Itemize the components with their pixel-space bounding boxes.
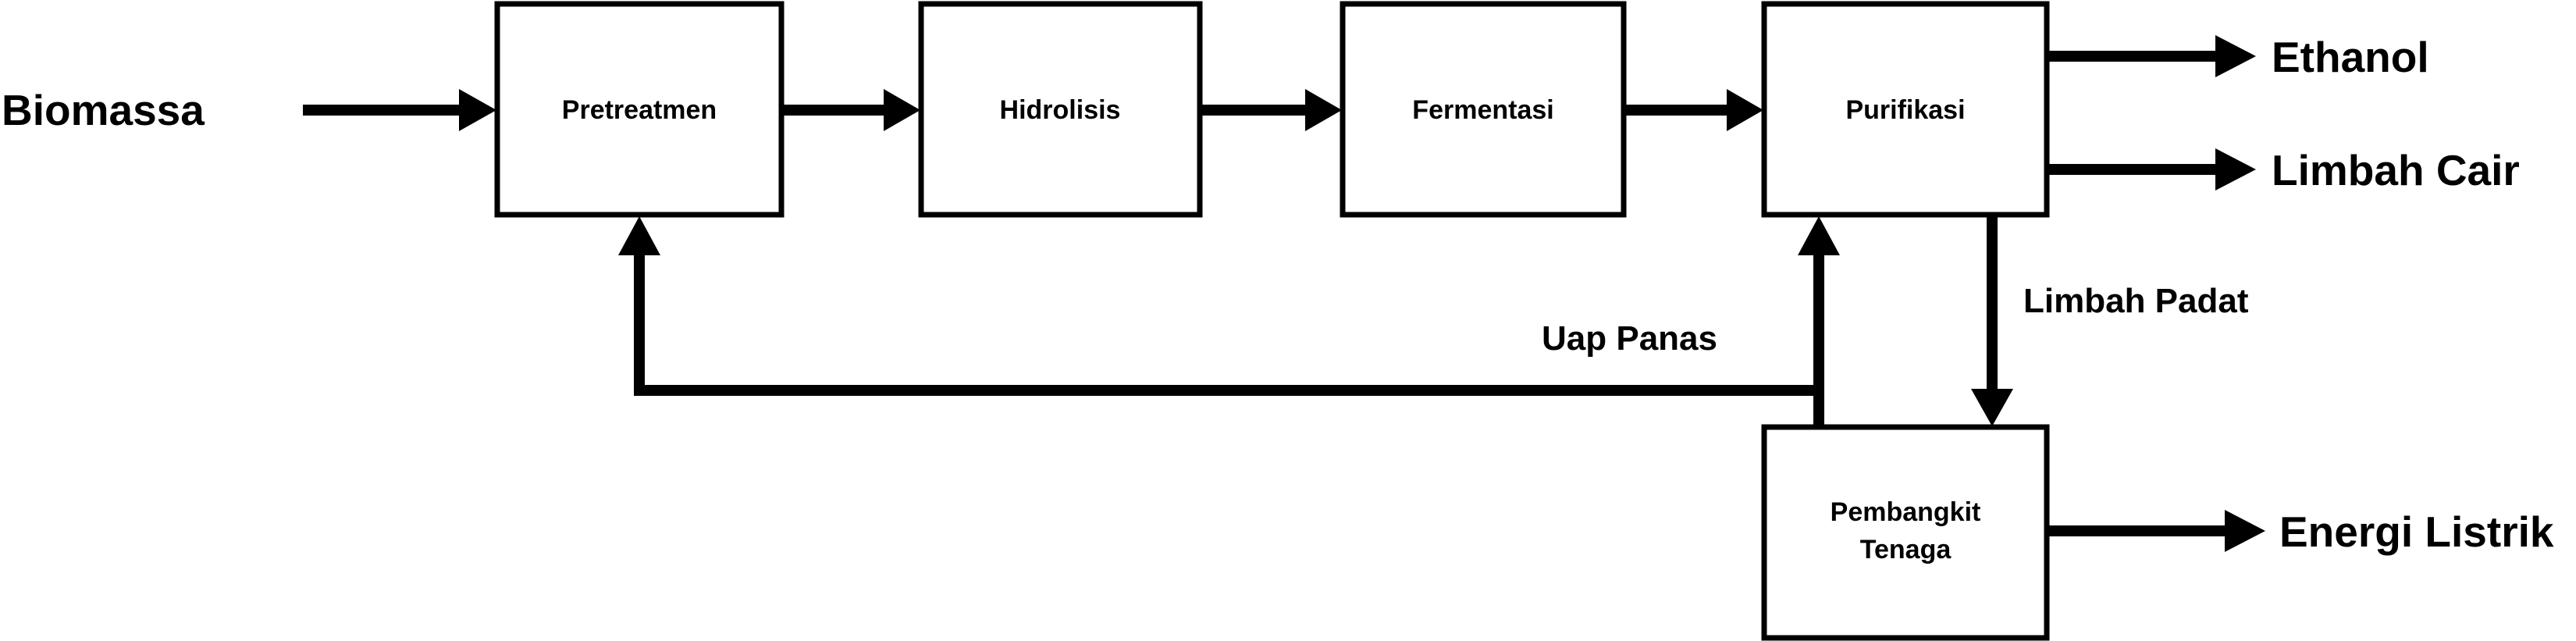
node-fermentasi-label: Fermentasi	[1412, 95, 1553, 125]
node-pembangkit-label-line1: Pembangkit	[1831, 497, 1981, 527]
node-fermentasi: Fermentasi	[1340, 1, 1627, 218]
arrow-purifikasi-to-limbah-cair	[2047, 148, 2256, 191]
arrow-limbah-padat	[1971, 215, 2013, 426]
node-pembangkit-label-line2: Tenaga	[1860, 535, 1952, 564]
output-label-energi-listrik: Energi Listrik	[2279, 507, 2554, 556]
output-label-ethanol: Ethanol	[2272, 33, 2429, 81]
node-pretreatmen-label: Pretreatmen	[562, 95, 717, 125]
flow-label-uap-panas: Uap Panas	[1542, 319, 1717, 358]
arrow-fermentasi-to-purifikasi	[1624, 89, 1763, 131]
arrow-uap-panas-to-purifikasi	[1798, 216, 1840, 427]
input-label-biomassa: Biomassa	[2, 86, 205, 134]
flow-label-limbah-padat: Limbah Padat	[2023, 282, 2249, 320]
arrow-purifikasi-to-ethanol	[2047, 35, 2256, 77]
arrow-pembangkit-to-energi-listrik	[2047, 510, 2265, 552]
arrow-uap-panas-to-pretreatmen	[618, 216, 1819, 396]
node-hidrolisis: Hidrolisis	[918, 1, 1203, 218]
node-hidrolisis-label: Hidrolisis	[1000, 95, 1121, 125]
output-label-limbah-cair: Limbah Cair	[2272, 146, 2520, 194]
node-purifikasi: Purifikasi	[1761, 1, 2050, 218]
node-pretreatmen: Pretreatmen	[494, 1, 785, 218]
node-purifikasi-label: Purifikasi	[1845, 95, 1965, 125]
node-pembangkit-tenaga: Pembangkit Tenaga	[1761, 424, 2050, 641]
arrow-pretreatmen-to-hidrolisis	[781, 89, 920, 131]
arrow-biomassa-to-pretreatmen	[303, 89, 496, 131]
arrow-hidrolisis-to-fermentasi	[1200, 89, 1342, 131]
